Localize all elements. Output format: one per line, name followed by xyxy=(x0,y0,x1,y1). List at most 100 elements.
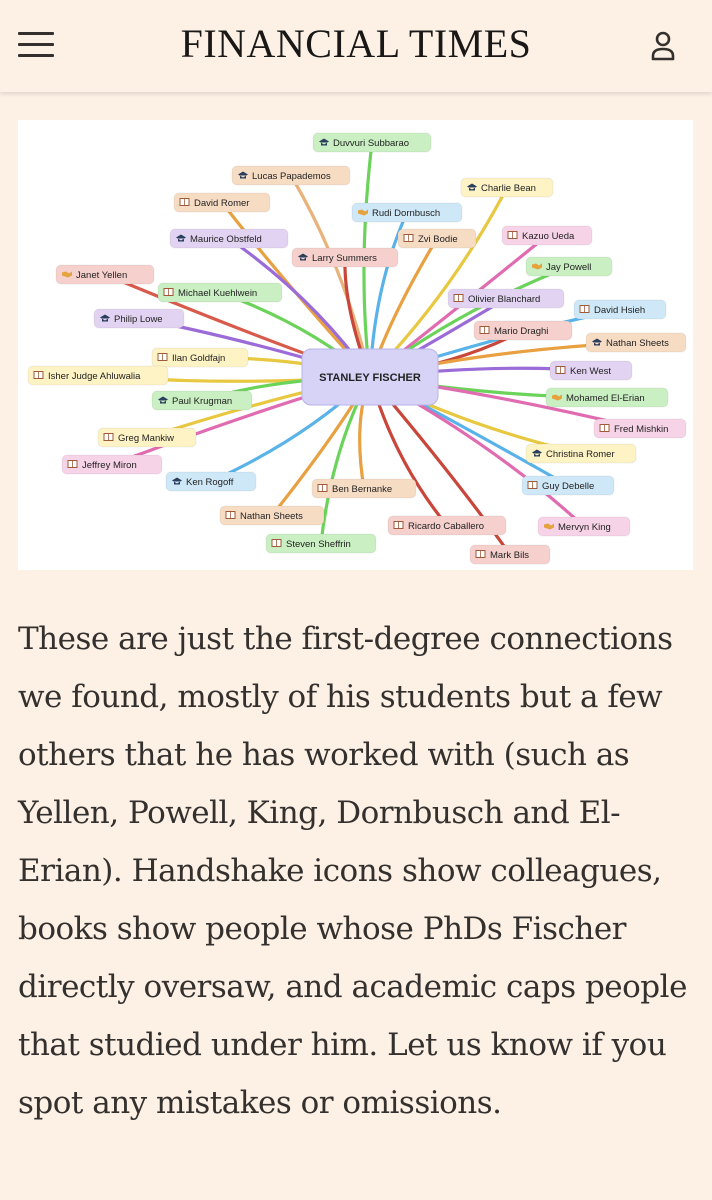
diagram-node: Steven Sheffrin xyxy=(265,533,377,554)
diagram-node-label: Mark Bils xyxy=(490,550,529,561)
diagram-node-label: Charlie Bean xyxy=(481,183,536,194)
book-icon xyxy=(103,433,114,441)
diagram-node-box xyxy=(447,288,565,309)
book-icon xyxy=(555,366,566,374)
diagram-node-box xyxy=(157,282,283,303)
diagram-node-label: Duvvuri Subbarao xyxy=(333,138,409,149)
diagram-node-label: Philip Lowe xyxy=(114,314,163,325)
diagram-node-label: Olivier Blanchard xyxy=(468,294,540,305)
diagram-node: Mohamed El-Erian xyxy=(545,387,669,408)
diagram-node-label: David Romer xyxy=(194,198,249,209)
diagram-node: Kazuo Ueda xyxy=(501,225,593,246)
diagram-node: David Hsieh xyxy=(573,299,667,320)
diagram-node-label: Maurice Obstfeld xyxy=(190,234,262,245)
graduation-cap-icon xyxy=(532,449,542,457)
graduation-cap-icon xyxy=(158,396,168,404)
book-icon xyxy=(479,326,490,334)
diagram-node-box xyxy=(525,443,637,464)
diagram-node-box xyxy=(312,132,432,153)
diagram-node-box xyxy=(585,332,687,353)
diagram-node-box xyxy=(549,360,633,381)
diagram-node-label: Paul Krugman xyxy=(172,396,232,407)
diagram-node-box xyxy=(521,475,615,496)
book-icon xyxy=(475,550,486,558)
book-icon xyxy=(157,353,168,361)
diagram-node-box xyxy=(169,228,289,249)
graduation-cap-icon xyxy=(100,314,110,322)
book-icon xyxy=(527,481,538,489)
diagram-node-box xyxy=(265,533,377,554)
diagram-node: Duvvuri Subbarao xyxy=(312,132,432,153)
diagram-node-box xyxy=(93,308,185,329)
diagram-node: Philip Lowe xyxy=(93,308,185,329)
diagram-node-label: Mervyn King xyxy=(558,522,611,533)
diagram-node-box xyxy=(473,320,573,341)
diagram-node: Larry Summers xyxy=(291,247,399,268)
diagram-node-box xyxy=(545,387,669,408)
handshake-icon xyxy=(544,523,554,530)
diagram-node-label: Nathan Sheets xyxy=(240,511,303,522)
book-icon xyxy=(163,288,174,296)
graduation-cap-icon xyxy=(298,253,308,261)
graduation-cap-icon xyxy=(592,338,602,346)
diagram-node-label: Greg Mankiw xyxy=(118,433,174,444)
diagram-node-box xyxy=(311,478,417,499)
diagram-node-box xyxy=(469,544,551,565)
diagram-node-label: Ricardo Caballero xyxy=(408,521,484,532)
article-paragraph: These are just the first-degree connecti… xyxy=(18,621,687,1121)
diagram-node-box xyxy=(219,505,325,526)
diagram-node-box xyxy=(151,347,249,368)
diagram-node-label: Mohamed El-Erian xyxy=(566,393,645,404)
diagram-node: Mario Draghi xyxy=(473,320,573,341)
diagram-node: Ken Rogoff xyxy=(165,471,257,492)
diagram-node-box xyxy=(351,202,463,223)
diagram-node-box xyxy=(593,418,687,439)
diagram-node-box xyxy=(387,515,507,536)
diagram-node: Jay Powell xyxy=(525,256,613,277)
diagram-node-label: David Hsieh xyxy=(594,305,645,316)
diagram-node-label: Larry Summers xyxy=(312,253,377,264)
diagram-node: Maurice Obstfeld xyxy=(169,228,289,249)
diagram-node-label: Lucas Papademos xyxy=(252,171,331,182)
graduation-cap-icon xyxy=(172,477,182,485)
diagram-node-label: Janet Yellen xyxy=(76,270,127,281)
hamburger-menu-icon[interactable] xyxy=(18,28,54,62)
book-icon xyxy=(579,305,590,313)
user-account-icon[interactable] xyxy=(648,28,678,62)
book-icon xyxy=(179,198,190,206)
diagram-node: Paul Krugman xyxy=(151,390,253,411)
diagram-node-box xyxy=(61,454,163,475)
masthead-title[interactable]: FINANCIAL TIMES xyxy=(180,21,532,66)
diagram-node-label: Fred Mishkin xyxy=(614,424,668,435)
diagram-node-label: Ilan Goldfajn xyxy=(172,353,225,364)
diagram-node-box xyxy=(397,228,477,249)
center-node-label: STANLEY FISCHER xyxy=(319,372,421,384)
book-icon xyxy=(599,424,610,432)
diagram-node: Ken West xyxy=(549,360,633,381)
handshake-icon xyxy=(552,394,562,401)
graduation-cap-icon xyxy=(319,138,329,146)
diagram-node: Guy Debelle xyxy=(521,475,615,496)
diagram-node-box xyxy=(573,299,667,320)
diagram-node: Rudi Dornbusch xyxy=(351,202,463,223)
book-icon xyxy=(271,539,282,547)
diagram-node: David Romer xyxy=(173,192,271,213)
diagram-node-label: Nathan Sheets xyxy=(606,338,669,349)
diagram-node-box xyxy=(291,247,399,268)
diagram-node-label: Michael Kuehlwein xyxy=(178,288,257,299)
diagram-node-label: Mario Draghi xyxy=(494,326,548,337)
top-navigation-bar: FINANCIAL TIMES xyxy=(0,0,712,92)
diagram-node-label: Steven Sheffrin xyxy=(286,539,351,550)
diagram-node: Mark Bils xyxy=(469,544,551,565)
book-icon xyxy=(453,294,464,302)
diagram-node: Janet Yellen xyxy=(55,264,155,285)
handshake-icon xyxy=(532,263,542,270)
book-icon xyxy=(67,460,78,468)
center-node: STANLEY FISCHER xyxy=(301,348,439,406)
diagram-node-box xyxy=(173,192,271,213)
diagram-node-label: Ben Bernanke xyxy=(332,484,392,495)
book-icon xyxy=(33,371,44,379)
